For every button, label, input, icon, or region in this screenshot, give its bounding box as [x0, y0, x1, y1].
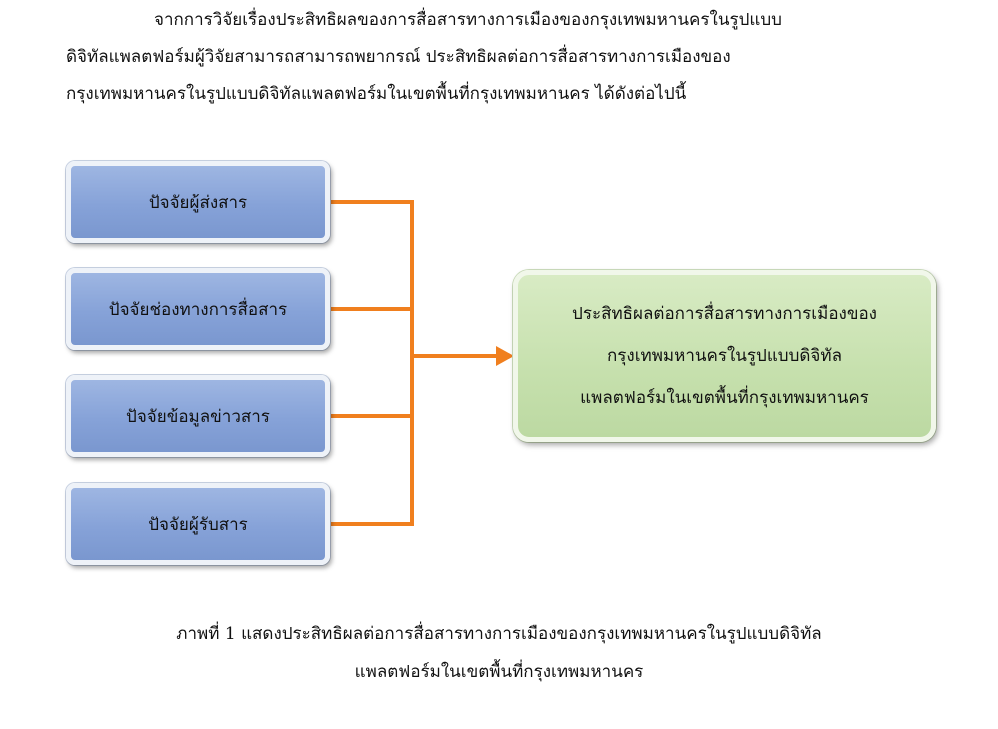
factor-message-label: ปัจจัยข้อมูลข่าวสาร — [126, 406, 270, 427]
factor-receiver-label: ปัจจัยผู้รับสาร — [148, 514, 248, 535]
intro-line-1: จากการวิจัยเรื่องประสิทธิผลของการสื่อสาร… — [154, 10, 782, 30]
outcome-line-1: ประสิทธิผลต่อการสื่อสารทางการเมืองของ — [572, 304, 877, 324]
factor-channel-label: ปัจจัยช่องทางการสื่อสาร — [108, 299, 288, 320]
arrow-head — [496, 346, 514, 366]
intro-paragraph: จากการวิจัยเรื่องประสิทธิผลของการสื่อสาร… — [66, 2, 946, 113]
caption-line-2: แพลตฟอร์มในเขตพื้นที่กรุงเทพมหานคร — [354, 662, 644, 682]
outcome-line-3: แพลตฟอร์มในเขตพื้นที่กรุงเทพมหานคร — [580, 388, 869, 408]
outcome-box: ประสิทธิผลต่อการสื่อสารทางการเมืองของ กร… — [513, 270, 936, 442]
factor-sender-label: ปัจจัยผู้ส่งสาร — [148, 192, 248, 213]
intro-line-3: กรุงเทพมหานครในรูปแบบดิจิทัลแพลตฟอร์มในเ… — [66, 84, 687, 104]
outcome-line-2: กรุงเทพมหานครในรูปแบบดิจิทัล — [606, 346, 843, 366]
intro-line-2: ดิจิทัลแพลตฟอร์มผู้วิจัยสามารถสามารถพยาก… — [66, 47, 731, 67]
factor-channel-box: ปัจจัยช่องทางการสื่อสาร — [66, 268, 330, 350]
caption-line-1: ภาพที่ 1 แสดงประสิทธิผลต่อการสื่อสารทางก… — [176, 624, 822, 644]
factor-message-box: ปัจจัยข้อมูลข่าวสาร — [66, 375, 330, 457]
factor-receiver-box: ปัจจัยผู้รับสาร — [66, 483, 330, 565]
factor-sender-box: ปัจจัยผู้ส่งสาร — [66, 161, 330, 243]
figure-caption: ภาพที่ 1 แสดงประสิทธิผลต่อการสื่อสารทางก… — [66, 615, 932, 691]
